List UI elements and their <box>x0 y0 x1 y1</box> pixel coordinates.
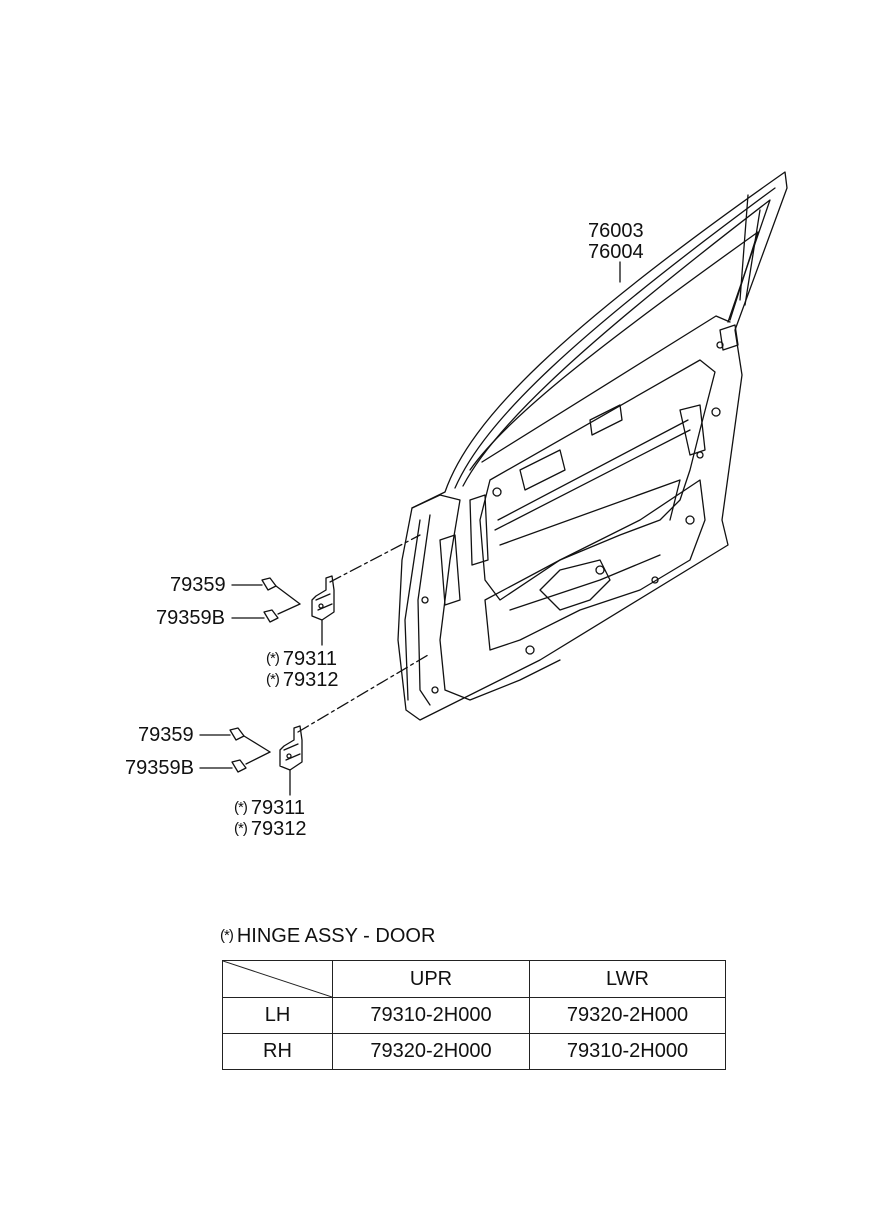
callout-76003: 76003 <box>588 220 644 242</box>
callout-lower-79311: (*)79311 <box>234 797 305 819</box>
upper-hinge-drawing <box>231 575 335 646</box>
star-mark: (*) <box>234 799 248 816</box>
star-mark: (*) <box>220 927 234 944</box>
table-row: LH 79310-2H000 79320-2H000 <box>222 997 726 1034</box>
lower-hinge-drawing <box>199 725 303 796</box>
table-header-row: UPR LWR <box>222 960 726 998</box>
table-cell-lwr: 79310-2H000 <box>529 1033 726 1070</box>
callout-lower-79359: 79359 <box>138 724 194 746</box>
table-row: RH 79320-2H000 79310-2H000 <box>222 1033 726 1070</box>
star-mark: (*) <box>234 820 248 837</box>
star-mark: (*) <box>266 671 280 688</box>
table-cell-side: RH <box>222 1033 333 1070</box>
hinge-part-table: UPR LWR LH 79310-2H000 79320-2H000 RH 79… <box>222 960 726 1070</box>
table-header-upr: UPR <box>332 960 530 998</box>
hinge-table-title: (*)HINGE ASSY - DOOR <box>220 925 436 947</box>
callout-76004: 76004 <box>588 241 644 263</box>
star-mark: (*) <box>266 650 280 667</box>
callout-upper-79359: 79359 <box>170 574 226 596</box>
table-corner-cell <box>222 960 333 998</box>
callout-lower-79312: (*)79312 <box>234 818 307 840</box>
callout-upper-79311: (*)79311 <box>266 648 337 670</box>
table-cell-side: LH <box>222 997 333 1034</box>
callout-upper-79359b: 79359B <box>156 607 225 629</box>
table-header-lwr: LWR <box>529 960 726 998</box>
table-cell-upr: 79320-2H000 <box>332 1033 530 1070</box>
table-cell-upr: 79310-2H000 <box>332 997 530 1034</box>
callout-lower-79359b: 79359B <box>125 757 194 779</box>
door-panel-drawing <box>397 171 788 721</box>
table-cell-lwr: 79320-2H000 <box>529 997 726 1034</box>
callout-upper-79312: (*)79312 <box>266 669 339 691</box>
